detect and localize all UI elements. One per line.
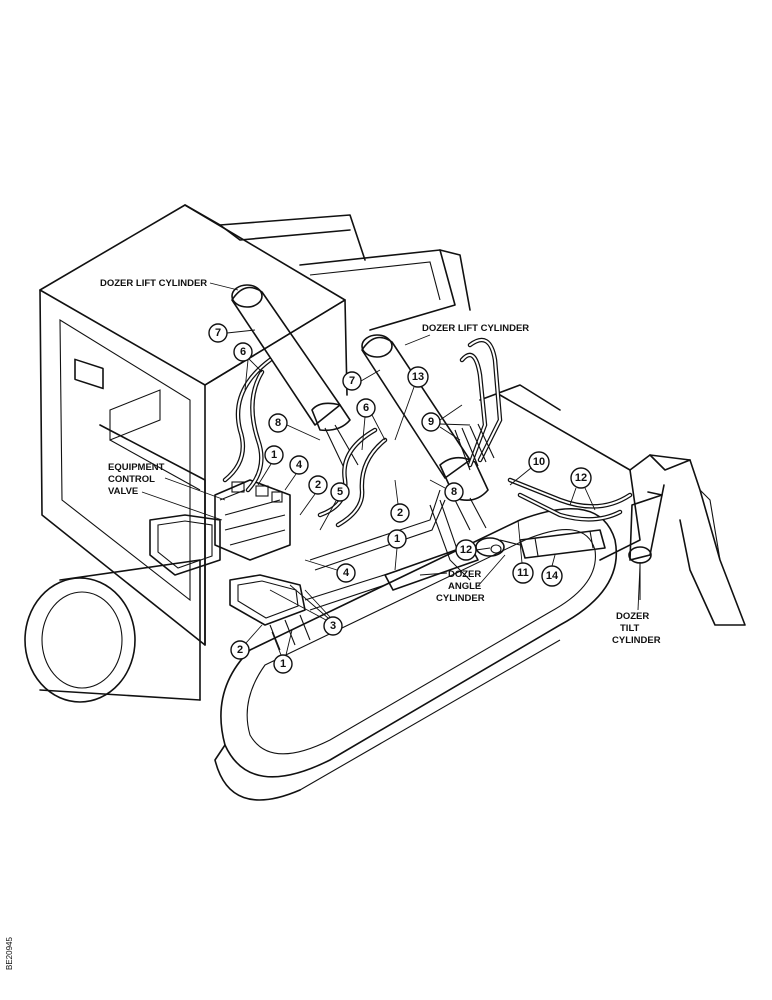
- svg-text:1: 1: [271, 449, 277, 461]
- svg-text:12: 12: [460, 544, 472, 556]
- callout-7-right: 7: [342, 369, 381, 391]
- svg-text:6: 6: [240, 346, 246, 358]
- callout-4-b: 4: [304, 559, 356, 583]
- svg-text:1: 1: [394, 533, 400, 545]
- callout-5: 5: [319, 482, 350, 531]
- svg-text:4: 4: [296, 459, 303, 471]
- diagram-labels: DOZER LIFT CYLINDER DOZER LIFT CYLINDER …: [100, 278, 661, 646]
- label-dozer-lift-cylinder-right: DOZER LIFT CYLINDER: [422, 323, 529, 334]
- svg-text:9: 9: [428, 416, 434, 428]
- svg-text:14: 14: [546, 570, 559, 582]
- callout-8-left: 8: [268, 413, 321, 441]
- svg-text:10: 10: [533, 456, 545, 468]
- callout-12-right: 12: [569, 467, 596, 511]
- svg-text:3: 3: [330, 620, 336, 632]
- callout-12-left: 12: [455, 539, 491, 561]
- svg-text:1: 1: [280, 658, 286, 670]
- callout-3: 3: [269, 584, 343, 636]
- label-dozer: DOZER: [448, 569, 481, 580]
- label-equipment: EQUIPMENT: [108, 462, 165, 473]
- callout-1-a: 1: [257, 445, 284, 486]
- callout-6-right: 6: [356, 398, 386, 451]
- control-valve: [214, 479, 291, 561]
- callout-8-right: 8: [429, 479, 464, 502]
- svg-text:8: 8: [275, 417, 281, 429]
- svg-text:2: 2: [397, 507, 403, 519]
- callout-11: 11: [512, 519, 534, 584]
- label-angle: ANGLE: [448, 581, 481, 592]
- callout-13: 13: [394, 366, 429, 441]
- callout-1-b: 1: [387, 529, 407, 571]
- svg-text:13: 13: [412, 371, 424, 383]
- label-dozer-lift-cylinder-left: DOZER LIFT CYLINDER: [100, 278, 207, 289]
- callouts: 7 6 8 1 4 2 5 7: [208, 323, 596, 674]
- svg-text:7: 7: [349, 375, 355, 387]
- callout-2-b: 2: [390, 479, 410, 523]
- hoses: [222, 337, 633, 528]
- label-tilt-dozer: DOZER: [616, 611, 649, 622]
- cab-body: [39, 204, 471, 646]
- callout-7-left: 7: [208, 323, 256, 343]
- left-lift-cylinder: [231, 284, 359, 471]
- callout-6-left: 6: [233, 342, 263, 391]
- svg-text:6: 6: [363, 402, 369, 414]
- callout-14: 14: [541, 554, 563, 587]
- svg-text:7: 7: [215, 327, 221, 339]
- callout-4-a: 4: [284, 455, 309, 491]
- dozer-blade: [479, 384, 746, 626]
- cylinder-14: [499, 529, 606, 559]
- label-control: CONTROL: [108, 474, 155, 485]
- label-tilt-cylinder: CYLINDER: [612, 635, 661, 646]
- crawler-track: [214, 508, 617, 801]
- svg-text:8: 8: [451, 486, 457, 498]
- svg-text:5: 5: [337, 486, 343, 498]
- right-lift-cylinder: [361, 334, 489, 531]
- label-cylinder: CYLINDER: [436, 593, 485, 604]
- svg-text:11: 11: [517, 567, 529, 579]
- svg-text:2: 2: [237, 644, 243, 656]
- svg-text:2: 2: [315, 479, 321, 491]
- label-valve: VALVE: [108, 486, 138, 497]
- figure-code: BE20945: [5, 937, 14, 970]
- rear-wheel: [24, 559, 201, 703]
- callout-10: 10: [509, 451, 550, 486]
- steel-lines: [149, 489, 471, 651]
- svg-text:4: 4: [343, 567, 350, 579]
- callout-2-a: 2: [299, 475, 328, 516]
- callout-2-c: 2: [230, 624, 263, 660]
- svg-text:12: 12: [575, 472, 587, 484]
- callout-9: 9: [421, 404, 471, 441]
- callout-1-c: 1: [271, 629, 293, 674]
- label-tilt: TILT: [620, 623, 640, 634]
